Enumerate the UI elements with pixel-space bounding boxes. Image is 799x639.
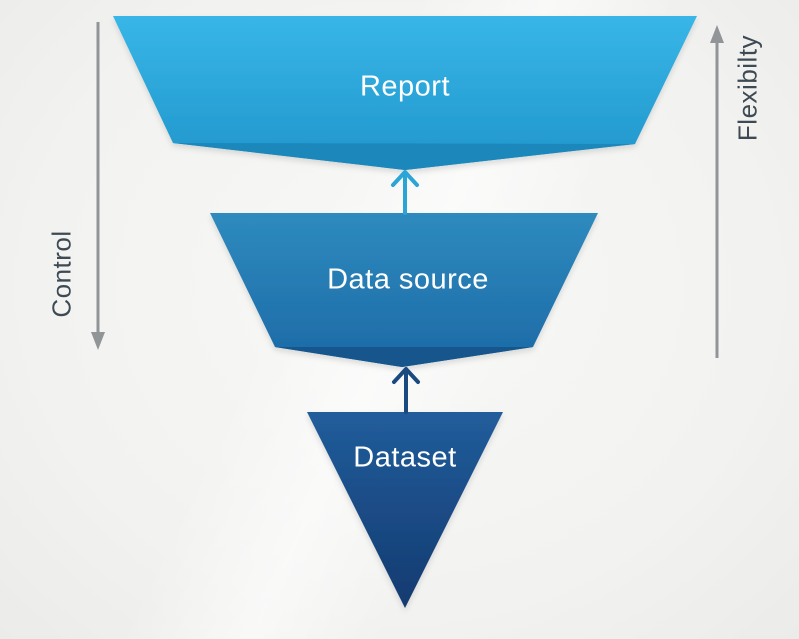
arrow-head: [391, 170, 419, 187]
datasource-shape-group: [210, 213, 598, 367]
control-axis-label: Control: [46, 230, 77, 318]
arrow-datasource-to-report-icon: [391, 170, 419, 215]
report-shape: [113, 16, 697, 170]
control-axis-arrowhead: [91, 332, 105, 350]
arrow-dataset-to-datasource-icon: [392, 367, 420, 414]
flexibility-axis-arrowhead: [710, 25, 724, 43]
arrow-head: [392, 367, 420, 384]
flexibility-axis-label: Flexibilty: [732, 34, 763, 142]
control-axis-arrow-icon: [91, 22, 105, 350]
datasource-shape-fold: [275, 347, 533, 367]
datasource-shape: [210, 213, 598, 367]
report-shape-group: [113, 16, 697, 170]
dataset-label: Dataset: [353, 441, 457, 474]
dataset-shape: [307, 412, 503, 608]
report-shape-fold: [173, 143, 635, 170]
datasource-label: Data source: [327, 263, 489, 296]
report-label: Report: [359, 70, 451, 103]
flexibility-axis-arrow-icon: [710, 25, 724, 358]
dataset-shape-group: [307, 412, 503, 608]
